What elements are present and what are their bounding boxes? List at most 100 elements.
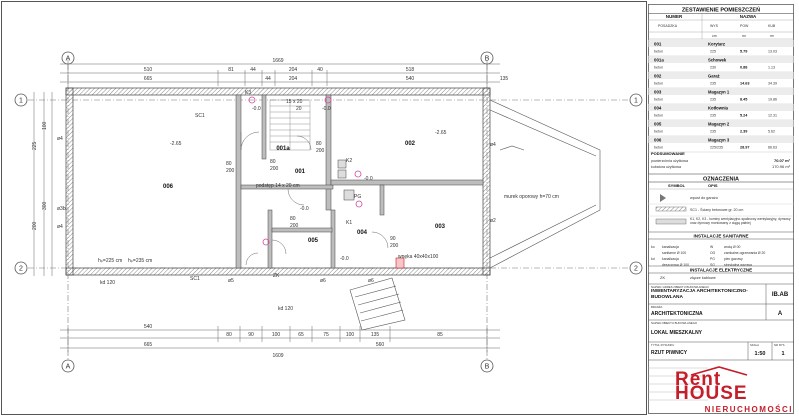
col-kub: KUB	[768, 24, 776, 28]
legend-item-0: wpust do garażu	[690, 196, 718, 200]
sanitary-desc: zamkalne-ogrzewania Ø 20	[724, 251, 765, 255]
axis-label-1-left: 1	[19, 98, 23, 105]
object-value: LOKAL MIESZKALNY	[651, 330, 703, 336]
legend: OZNACZENIA SYMBOL OPIS wpust do garażu S…	[648, 173, 794, 280]
room-row-floor: beton	[654, 98, 663, 102]
legend-title: OZNACZENIA	[703, 177, 739, 183]
stage-code: IB.AB	[772, 292, 789, 298]
level-stair: -0.0	[322, 106, 331, 112]
room-row-volume: 5.62	[768, 130, 775, 134]
gully-icon	[660, 194, 666, 202]
room-row-volume: 19.86	[768, 98, 777, 102]
door-h-1: 200	[270, 166, 279, 172]
axis-label-2-left: 2	[19, 266, 23, 273]
sanitary-symbol: SG	[710, 263, 715, 267]
zk-label: ZK	[273, 273, 280, 279]
sanitary-text: deszczowa Ø 100	[662, 263, 689, 267]
room-row-height: 225	[710, 50, 716, 54]
scale-label: SKALA	[750, 343, 759, 347]
electric-title: INSTALACJE ELEKTRYCZNE	[690, 268, 752, 273]
door-w-2: 80	[316, 141, 322, 147]
stair-count-label: 20	[296, 106, 302, 112]
room-004-number: 004	[357, 230, 368, 236]
room-row-height: 225/235	[710, 146, 723, 150]
room-row-number: 006	[654, 137, 662, 142]
room-row-name: Magazyn 1	[708, 89, 730, 94]
branch-value: ARCHITEKTONICZNA	[651, 311, 703, 317]
room-003-number: 003	[435, 224, 446, 230]
dim-bottom-1: 665	[144, 342, 153, 348]
interior-walls	[235, 94, 484, 269]
dim-bottom-0: 540	[144, 324, 153, 330]
dim-top-total: 1669	[272, 58, 283, 64]
dim-top-2: 81	[228, 67, 234, 73]
chimney-icon	[655, 218, 687, 225]
legend-item-1: SC1 - Ściany betonowe gr. 20 cm	[690, 207, 743, 212]
door-h-4: 200	[290, 223, 299, 229]
room-row-height: 235	[710, 114, 716, 118]
axis-label-a-bottom: A	[66, 364, 71, 371]
dim-top-5: 44	[265, 76, 271, 82]
dim-bottom-3: 90	[248, 332, 254, 338]
dim-bottom-4: 100	[272, 332, 281, 338]
garage-ramp	[489, 99, 601, 269]
room-row-area: 2.39	[740, 130, 747, 134]
stage-value: INWENTARYZACJA ARCHITEKTONICZNO-BUDOWLAN…	[651, 289, 748, 300]
room-row-header	[648, 88, 794, 95]
wall-label-sc1-bottom: SC1	[190, 276, 200, 282]
sanitary-code: ko	[651, 245, 655, 249]
room-row-area: 5.79	[740, 50, 747, 54]
podest-label: podstęp 14 x 20 cm	[256, 183, 300, 189]
chimneys	[337, 159, 355, 201]
sanitary-text: sanitarne Ø 100	[662, 251, 686, 255]
room-001a-number: 001a	[276, 146, 290, 152]
sanitary-text: kanalizacja	[662, 245, 679, 249]
legend-item-2: K1, K2, K3 - kominy wentylacyjno-spalino…	[690, 217, 791, 225]
dim-top-9: 540	[406, 76, 415, 82]
dim-bottom-total: 1609	[272, 353, 283, 359]
col-wys: WYS	[710, 24, 719, 28]
room-005-number: 005	[308, 238, 319, 244]
room-row-area: 8.45	[740, 98, 747, 102]
height-label-hp2: hₚ=235 cm	[128, 258, 152, 264]
dim-bottom-10: 560	[376, 342, 385, 348]
brand-logo: Rent HOUSE NIERUCHOMOŚCI	[661, 366, 793, 414]
dim-top-7: 40	[317, 67, 323, 73]
room-row-volume: 34.39	[768, 82, 777, 86]
sanitary-desc: wodą Ø 00	[724, 245, 741, 249]
unit-m3: m³	[770, 34, 775, 38]
exterior-stairs	[349, 277, 406, 331]
axis-bubble-2-left	[14, 261, 28, 275]
scale-value: 1:50	[754, 351, 765, 357]
room-row-number: 001a	[654, 57, 664, 62]
legend-col-symbol: SYMBOL	[668, 183, 686, 188]
sanitary-code: kd	[651, 257, 655, 261]
room-row-volume: 1.13	[768, 66, 775, 70]
wall-mark-8: ø2	[490, 218, 496, 224]
room-row-height: 235	[710, 82, 716, 86]
summary-title: PODSUMOWANIE	[651, 151, 685, 156]
wall-mark-3: ø3b	[57, 206, 66, 212]
dim-left-3: 300	[42, 201, 48, 210]
level-005: -0.0	[340, 256, 349, 262]
room-row-volume: 12.31	[768, 114, 777, 118]
staircase	[269, 99, 311, 151]
room-row-floor: beton	[654, 66, 663, 70]
sheet-label: NR RYS	[774, 343, 785, 347]
room-row-header	[648, 120, 794, 127]
level-hall: -0.0	[252, 106, 261, 112]
room-001-number: 001	[295, 169, 306, 175]
room-row-area: 14.63	[740, 82, 750, 86]
room-row-name: Magazyn 3	[708, 137, 730, 142]
dim-top-10: 135	[500, 76, 509, 82]
dimension-lines-top	[60, 60, 500, 86]
dimension-lines-left	[33, 92, 53, 276]
dim-top-1: 665	[144, 76, 153, 82]
room-row-height: 230	[710, 66, 716, 70]
room-002-number: 002	[405, 141, 416, 147]
drain-label-kd-2: kd 120	[278, 306, 293, 312]
level-001: -0.0	[300, 206, 309, 212]
chimney-label-k1: K1	[346, 220, 352, 226]
room-row-header	[648, 56, 794, 63]
wall-mark-4: ø5	[228, 278, 234, 284]
